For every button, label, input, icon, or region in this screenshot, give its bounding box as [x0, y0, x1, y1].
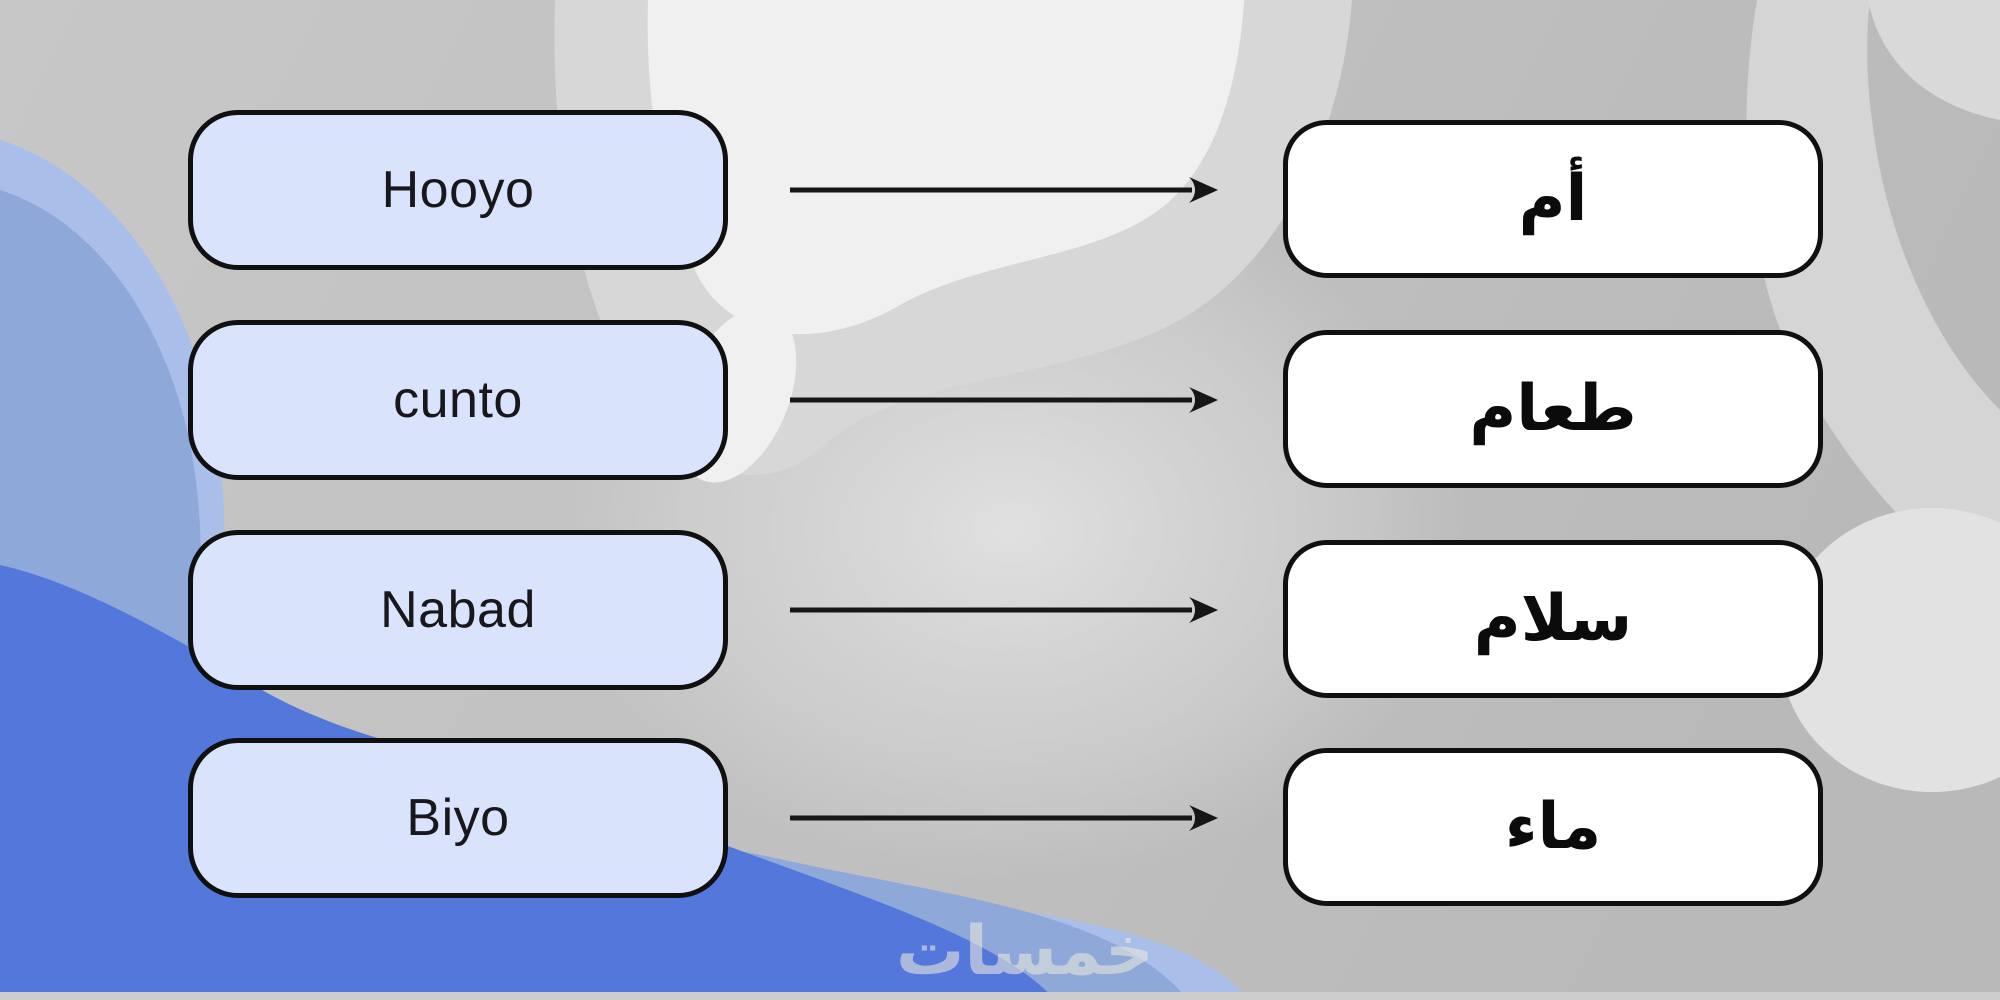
match-arrow-icon	[790, 597, 1218, 623]
match-row: Hooyo أم	[0, 110, 2000, 280]
match-arrow-icon	[790, 387, 1218, 413]
somali-word-pill[interactable]: Biyo	[188, 738, 728, 898]
somali-word-pill[interactable]: Hooyo	[188, 110, 728, 270]
match-arrow-icon	[790, 805, 1218, 831]
background-bottom-right-blob	[1780, 508, 2000, 792]
somali-word-pill[interactable]: Nabad	[188, 530, 728, 690]
arrow-head	[1189, 597, 1218, 623]
background-top-right-corner	[1868, 0, 2000, 120]
somali-word-pill[interactable]: cunto	[188, 320, 728, 480]
arabic-word-pill[interactable]: سلام	[1283, 540, 1823, 698]
arabic-word-pill[interactable]: ماء	[1283, 748, 1823, 906]
match-row: Biyo ماء	[0, 738, 2000, 908]
arabic-word-label: أم	[1518, 162, 1588, 236]
arabic-word-label: ماء	[1504, 790, 1602, 864]
match-row: cunto طعام	[0, 320, 2000, 490]
somali-word-label: Nabad	[380, 581, 536, 639]
bottom-strip	[0, 992, 2000, 1000]
arrow-head	[1189, 805, 1218, 831]
arrow-head	[1189, 177, 1218, 203]
match-row: Nabad سلام	[0, 530, 2000, 700]
match-arrow-icon	[790, 177, 1218, 203]
arabic-word-label: طعام	[1469, 372, 1637, 446]
somali-word-label: Hooyo	[381, 161, 535, 219]
arabic-word-label: سلام	[1473, 582, 1633, 656]
somali-word-label: cunto	[393, 371, 523, 429]
background-white-blob	[647, 0, 1244, 335]
arrow-head	[1189, 387, 1218, 413]
arabic-word-pill[interactable]: أم	[1283, 120, 1823, 278]
arabic-word-pill[interactable]: طعام	[1283, 330, 1823, 488]
somali-word-label: Biyo	[406, 789, 510, 847]
